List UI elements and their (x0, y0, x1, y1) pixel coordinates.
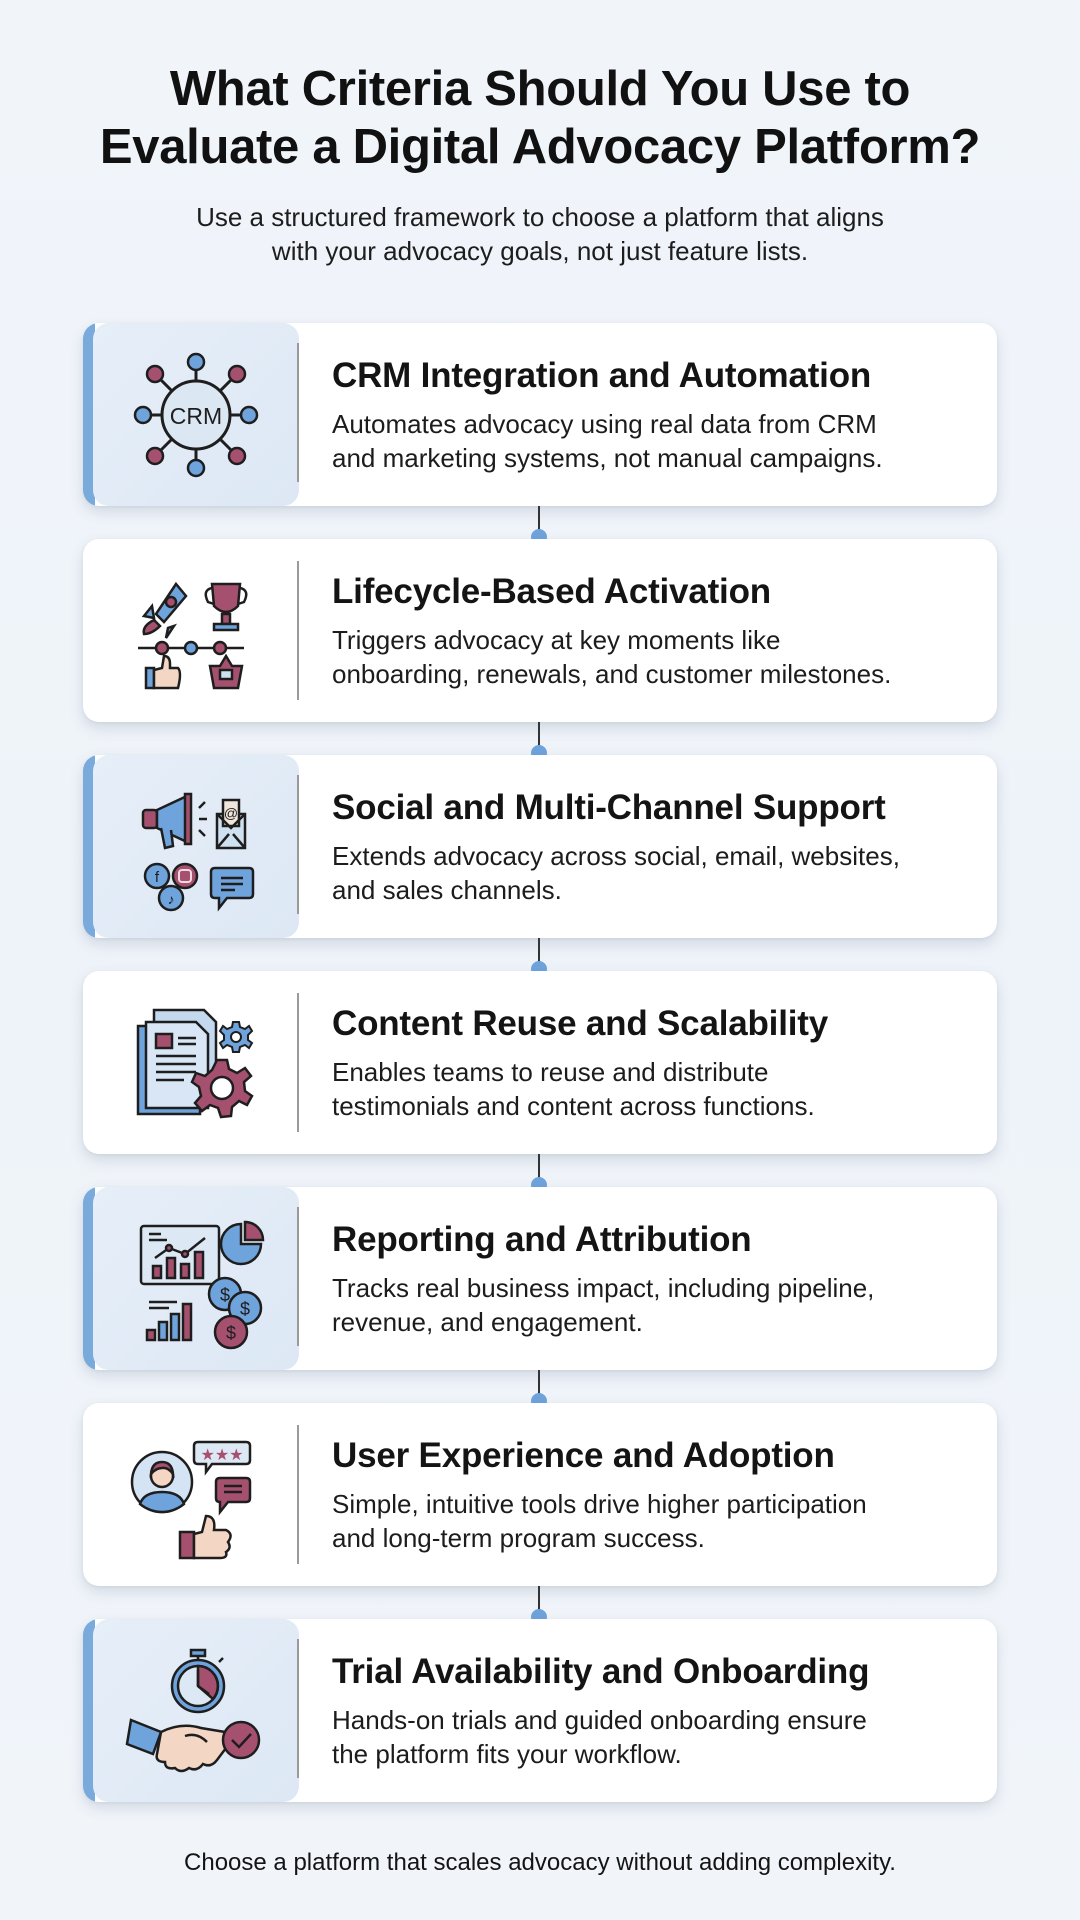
card-title: User Experience and Adoption (332, 1436, 835, 1475)
documents-gears-icon (116, 988, 266, 1138)
svg-text:CRM: CRM (170, 403, 222, 429)
card-title: Reporting and Attribution (332, 1220, 752, 1259)
connector-line (538, 1154, 540, 1180)
card-description: Triggers advocacy at key moments like on… (332, 623, 977, 691)
footer-takeaway: Choose a platform that scales advocacy w… (184, 1849, 896, 1876)
card-title: Trial Availability and Onboarding (332, 1652, 870, 1691)
card-divider (297, 343, 299, 482)
title-line-1: What Criteria Should You Use to (169, 62, 911, 116)
card-description: Tracks real business impact, including p… (332, 1271, 977, 1339)
card-divider (297, 775, 299, 914)
card-divider (297, 561, 299, 700)
card-description-line: onboarding, renewals, and customer miles… (332, 659, 892, 689)
subtitle-line-1: Use a structured framework to choose a p… (196, 202, 884, 232)
criteria-card-reporting-attribution: $ $ $ Reporting and Attribution Tracks r… (83, 1187, 997, 1370)
svg-text:f: f (155, 869, 160, 886)
card-description-line: testimonials and content across function… (332, 1091, 815, 1121)
criteria-card-trial-onboarding: Trial Availability and Onboarding Hands-… (83, 1619, 997, 1802)
card-divider (297, 1425, 299, 1564)
icon-panel (93, 1619, 299, 1802)
card-divider (297, 993, 299, 1132)
analytics-revenue-icon: $ $ $ (121, 1204, 271, 1354)
card-description-line: revenue, and engagement. (332, 1307, 643, 1337)
icon-panel: ★★★ (83, 1403, 298, 1586)
connector-line (538, 722, 540, 748)
icon-panel (83, 971, 298, 1154)
card-title: Lifecycle-Based Activation (332, 572, 771, 611)
card-description-line: and sales channels. (332, 875, 562, 905)
lifecycle-milestones-icon (116, 556, 266, 706)
criteria-card-social-multichannel: @ f ♪ Social and Multi-Cha (83, 755, 997, 938)
svg-text:@: @ (224, 805, 238, 821)
subtitle-line-2: with your advocacy goals, not just featu… (271, 236, 809, 266)
svg-text:$: $ (226, 1323, 236, 1343)
card-description-line: Simple, intuitive tools drive higher par… (332, 1489, 867, 1519)
card-description: Enables teams to reuse and distribute te… (332, 1055, 977, 1123)
stopwatch-handshake-icon (121, 1636, 271, 1786)
icon-panel: $ $ $ (93, 1187, 299, 1370)
card-description-line: and marketing systems, not manual campai… (332, 443, 883, 473)
card-title: Content Reuse and Scalability (332, 1004, 828, 1043)
svg-text:★★★: ★★★ (200, 1445, 243, 1464)
svg-text:♪: ♪ (168, 891, 175, 907)
criteria-card-user-experience: ★★★ User Experience and Adoption Simple,… (83, 1403, 997, 1586)
connector-line (538, 1586, 540, 1612)
card-description-line: Automates advocacy using real data from … (332, 409, 877, 439)
crm-network-icon: CRM (121, 340, 271, 490)
user-feedback-icon: ★★★ (116, 1420, 266, 1570)
svg-text:$: $ (220, 1285, 230, 1305)
criteria-card-content-reuse: Content Reuse and Scalability Enables te… (83, 971, 997, 1154)
card-description-line: Enables teams to reuse and distribute (332, 1057, 769, 1087)
icon-panel: CRM (93, 323, 299, 506)
card-description-line: Triggers advocacy at key moments like (332, 625, 781, 655)
title-line-2: Evaluate a Digital Advocacy Platform? (99, 120, 981, 174)
card-description: Extends advocacy across social, email, w… (332, 839, 977, 907)
card-description-line: the platform fits your workflow. (332, 1739, 682, 1769)
card-description-line: and long-term program success. (332, 1523, 705, 1553)
card-description: Simple, intuitive tools drive higher par… (332, 1487, 977, 1555)
criteria-card-crm-integration: CRM CRM Integration and Automation Autom… (83, 323, 997, 506)
card-description-line: Tracks real business impact, including p… (332, 1273, 875, 1303)
card-divider (297, 1207, 299, 1346)
card-divider (297, 1639, 299, 1778)
page-title: What Criteria Should You Use to Evaluate… (0, 60, 1080, 176)
page-subtitle: Use a structured framework to choose a p… (0, 200, 1080, 268)
connector-line (538, 1370, 540, 1396)
card-description: Automates advocacy using real data from … (332, 407, 977, 475)
card-title: Social and Multi-Channel Support (332, 788, 886, 827)
svg-text:$: $ (240, 1299, 250, 1319)
connector-line (538, 938, 540, 964)
card-description: Hands-on trials and guided onboarding en… (332, 1703, 977, 1771)
criteria-card-lifecycle-activation: Lifecycle-Based Activation Triggers advo… (83, 539, 997, 722)
card-description-line: Hands-on trials and guided onboarding en… (332, 1705, 867, 1735)
card-description-line: Extends advocacy across social, email, w… (332, 841, 900, 871)
multichannel-icon: @ f ♪ (121, 772, 271, 922)
icon-panel: @ f ♪ (93, 755, 299, 938)
connector-line (538, 506, 540, 532)
card-title: CRM Integration and Automation (332, 356, 872, 395)
icon-panel (83, 539, 298, 722)
